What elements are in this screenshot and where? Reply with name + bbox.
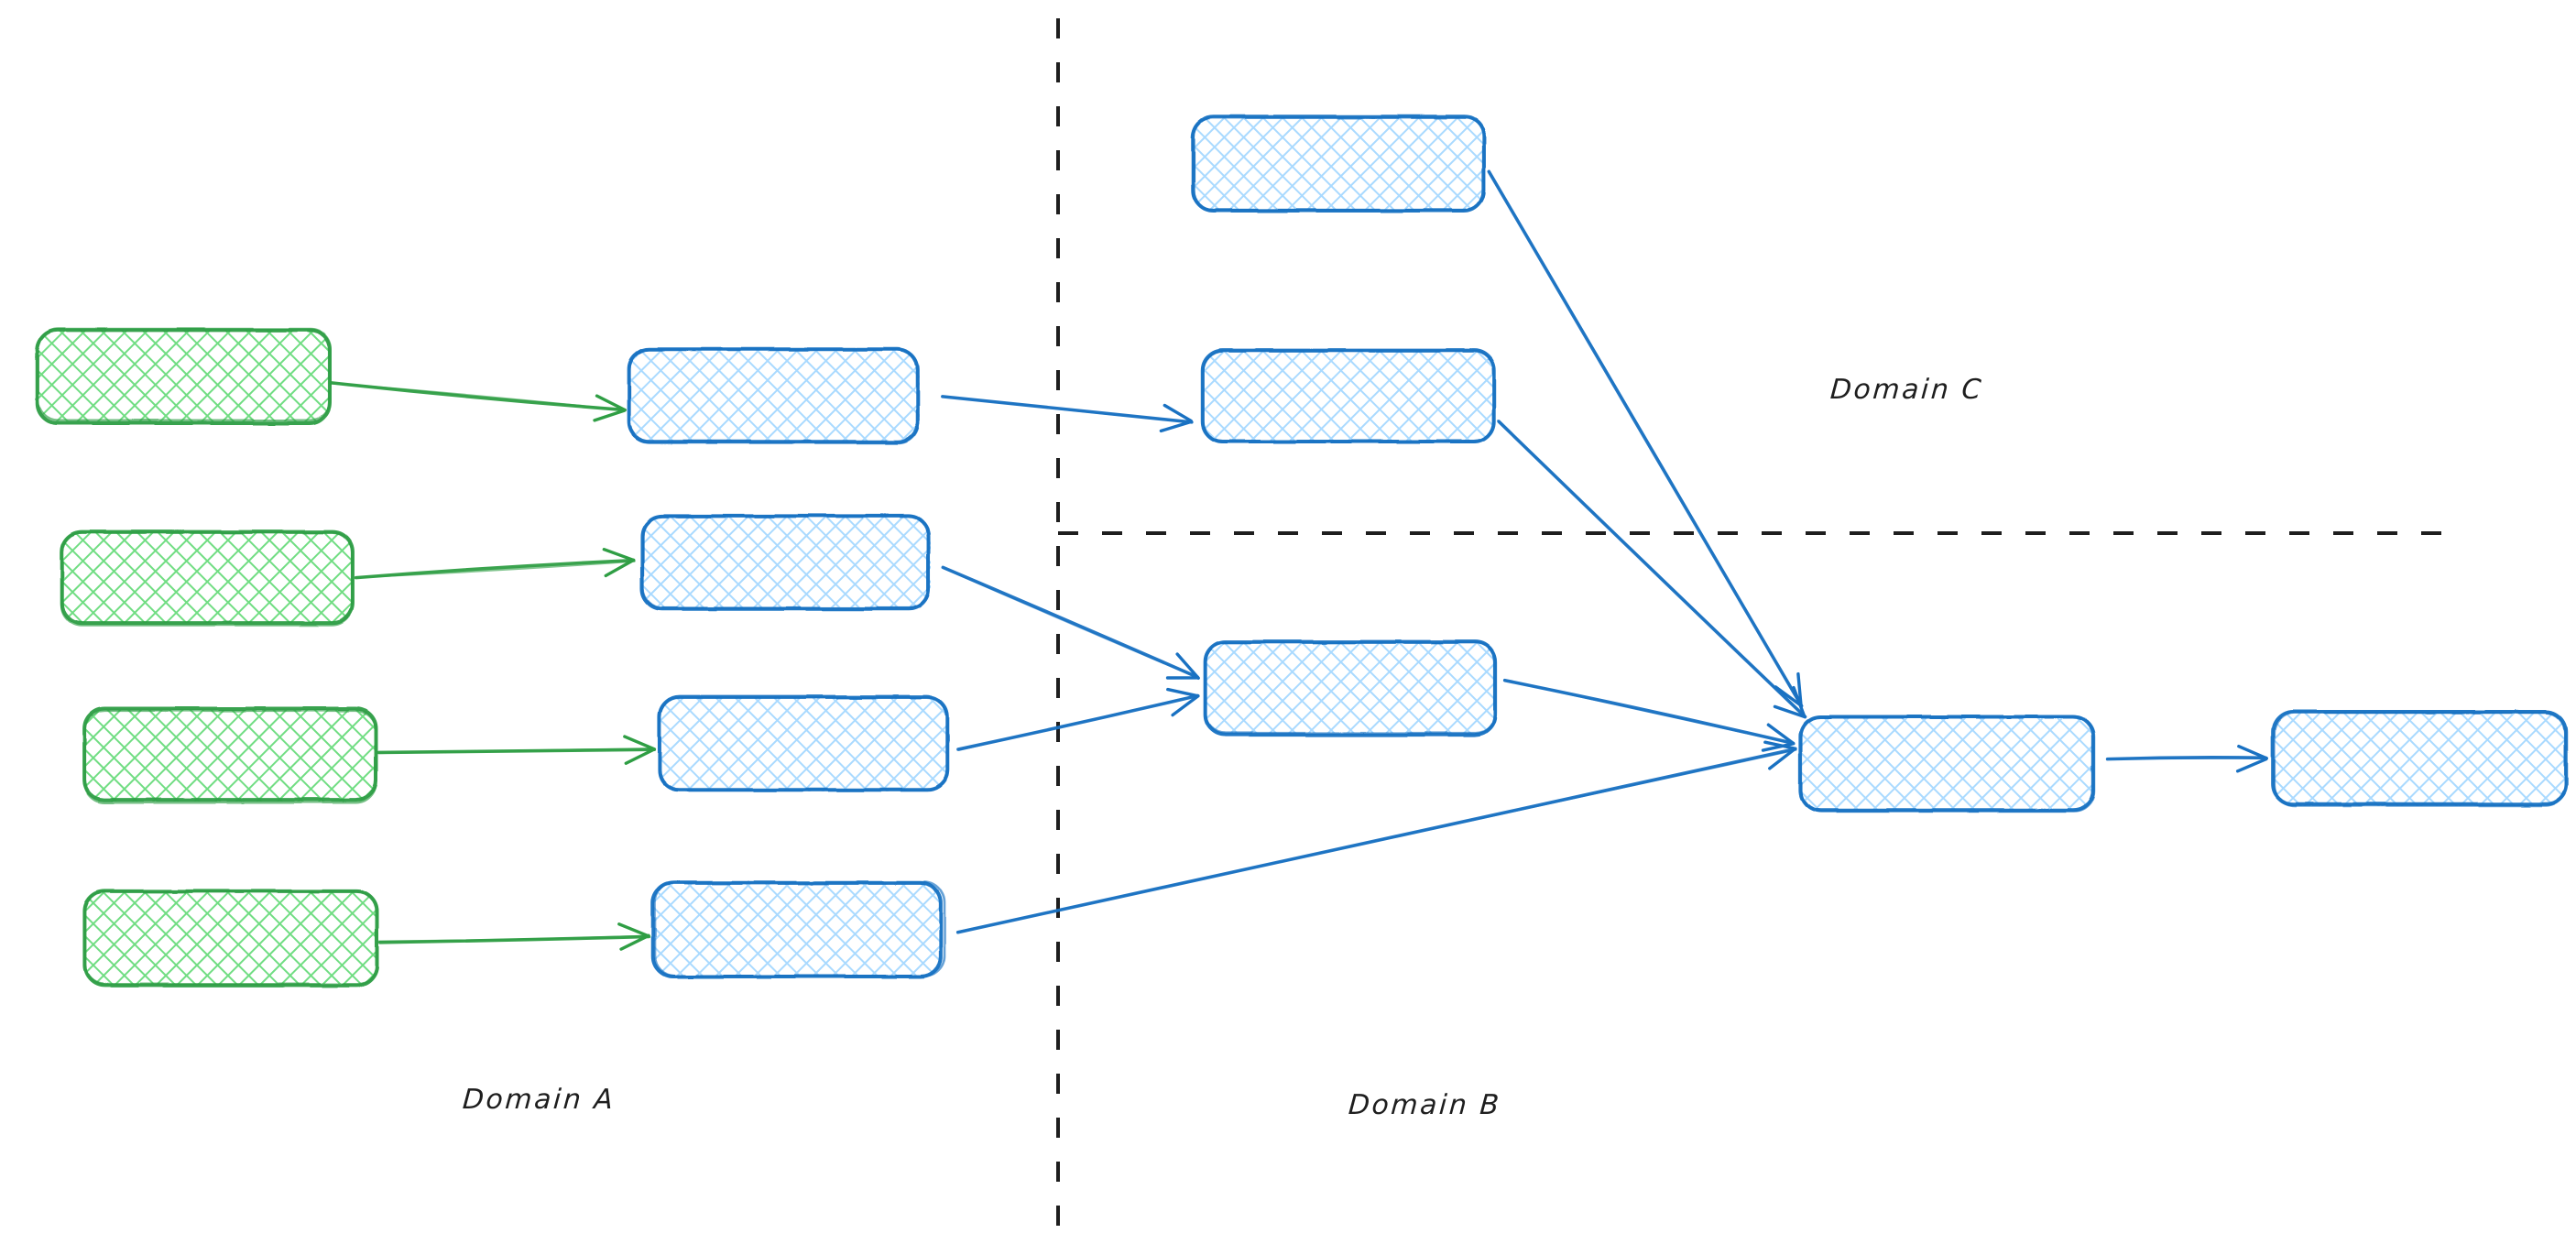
node-b1[interactable]	[627, 347, 920, 444]
edge-e-d1-d2	[2105, 744, 2269, 773]
node-hit-c1[interactable]	[1193, 117, 1484, 211]
node-layer	[35, 115, 2569, 988]
node-hit-a4[interactable]	[84, 890, 377, 984]
edge-e-b2-c3	[941, 565, 1200, 680]
node-hit-d1[interactable]	[1801, 716, 2092, 810]
node-hit-a2[interactable]	[62, 531, 354, 623]
node-b4[interactable]	[650, 880, 946, 979]
node-d2[interactable]	[2271, 709, 2569, 807]
node-hit-c3[interactable]	[1205, 641, 1496, 733]
node-a4[interactable]	[82, 889, 379, 988]
node-hit-b1[interactable]	[630, 349, 920, 442]
node-hit-a1[interactable]	[38, 330, 330, 421]
node-hit-d2[interactable]	[2274, 713, 2565, 806]
edge-e-a1-b1	[327, 380, 627, 422]
node-hit-b3[interactable]	[660, 698, 949, 791]
node-hit-b2[interactable]	[643, 515, 931, 607]
domain-label-domain-a: Domain A	[461, 1084, 617, 1116]
edge-layer	[327, 169, 2269, 951]
edge-e-b1-c2	[941, 395, 1194, 433]
node-a1[interactable]	[35, 327, 333, 426]
edge-e-a3-b3	[377, 735, 657, 765]
domain-label-domain-b: Domain B	[1347, 1089, 1502, 1121]
edge-e-b3-c3	[956, 687, 1200, 751]
node-hit-b4[interactable]	[654, 883, 942, 977]
domain-label-domain-c: Domain C	[1828, 374, 1985, 406]
node-hit-c2[interactable]	[1202, 350, 1493, 442]
edge-e-c1-d1	[1487, 169, 1804, 708]
divider-layer	[1056, 18, 2448, 1237]
edge-e-a2-b2	[354, 547, 636, 580]
edge-e-c2-d1	[1497, 420, 1807, 719]
node-d1[interactable]	[1798, 715, 2096, 813]
node-b3[interactable]	[657, 694, 950, 792]
edge-e-a4-b4	[377, 922, 651, 951]
node-a3[interactable]	[82, 706, 378, 804]
node-a2[interactable]	[60, 529, 355, 627]
node-c1[interactable]	[1191, 115, 1486, 213]
edge-e-b4-d1	[955, 740, 1797, 934]
node-c2[interactable]	[1200, 348, 1496, 444]
node-c3[interactable]	[1203, 639, 1498, 737]
edge-e-c3-d1	[1502, 678, 1796, 752]
node-b2[interactable]	[639, 514, 931, 611]
node-hit-a3[interactable]	[84, 710, 377, 802]
